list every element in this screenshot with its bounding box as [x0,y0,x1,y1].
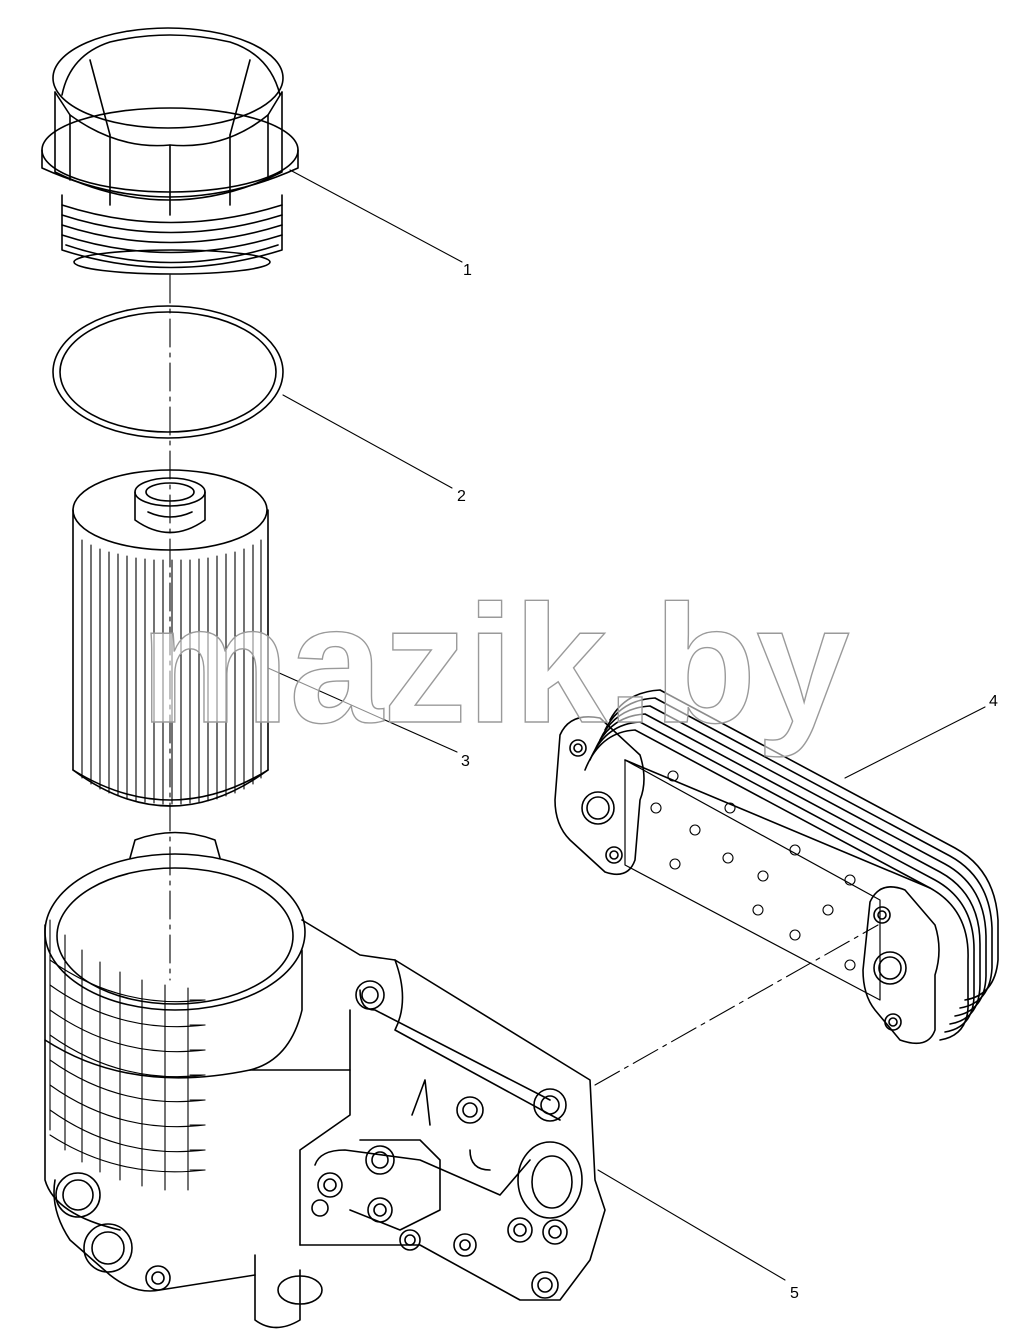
filter-housing [44,831,606,1329]
callout-1: 1 [463,262,472,279]
callout-5: 5 [790,1285,799,1302]
leader-line-4 [844,706,986,779]
filter-cap [41,27,299,275]
leader-line-5 [597,1169,786,1281]
callout-3: 3 [461,753,470,770]
oil-cooler [554,689,999,1045]
leader-lines [267,169,986,1281]
leader-line-2 [282,394,453,489]
watermark-logo: mazik.by [140,570,850,758]
callout-2: 2 [457,488,466,505]
leader-line-1 [289,169,463,263]
callout-4: 4 [989,693,998,710]
leader-line-3 [267,667,458,753]
o-ring [52,305,284,439]
cooler-mount-centerline [594,924,879,1086]
